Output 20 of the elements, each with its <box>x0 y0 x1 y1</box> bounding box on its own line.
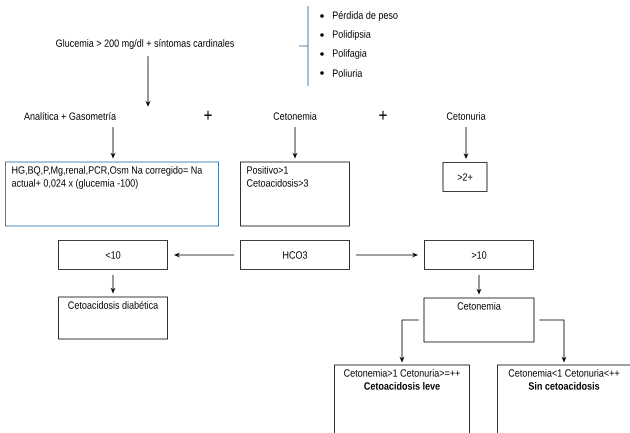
process-box: HCO3 <box>240 240 350 270</box>
process-box: >10 <box>424 240 534 270</box>
plus-sign: + <box>379 110 387 120</box>
list-item: Poliuria <box>332 69 362 77</box>
process-box: >2+ <box>442 162 488 192</box>
process-box: Cetonemia <box>424 298 534 342</box>
flow-text: Cetonemia <box>274 112 317 120</box>
process-box: HG,BQ,P,Mg,renal,PCR,Osm Na corregido= Na actual+ 0,024 x (glucemia -100) <box>5 162 219 226</box>
process-box: Cetonemia>1 Cetonuria>=++ Cetoacidosis leve <box>334 364 470 433</box>
flow-text: Cetonuria <box>446 112 486 120</box>
list-item: Polidipsia <box>332 30 371 40</box>
flow-text: Analítica + Gasometría <box>24 112 116 120</box>
process-box: Positivo>1 Cetoacidosis>3 <box>240 162 350 226</box>
list-item: Pérdida de peso <box>332 11 398 21</box>
list-item: Polifagia <box>332 49 367 59</box>
plus-sign: + <box>204 110 212 120</box>
process-box: <10 <box>58 240 168 270</box>
process-box: Cetonemia<1 Cetonuria<++ Sin cetoacidosis <box>497 364 630 433</box>
flow-text: Glucemia > 200 mg/dl + síntomas cardinales <box>56 39 234 49</box>
process-box: Cetoacidosis diabética <box>58 296 168 340</box>
